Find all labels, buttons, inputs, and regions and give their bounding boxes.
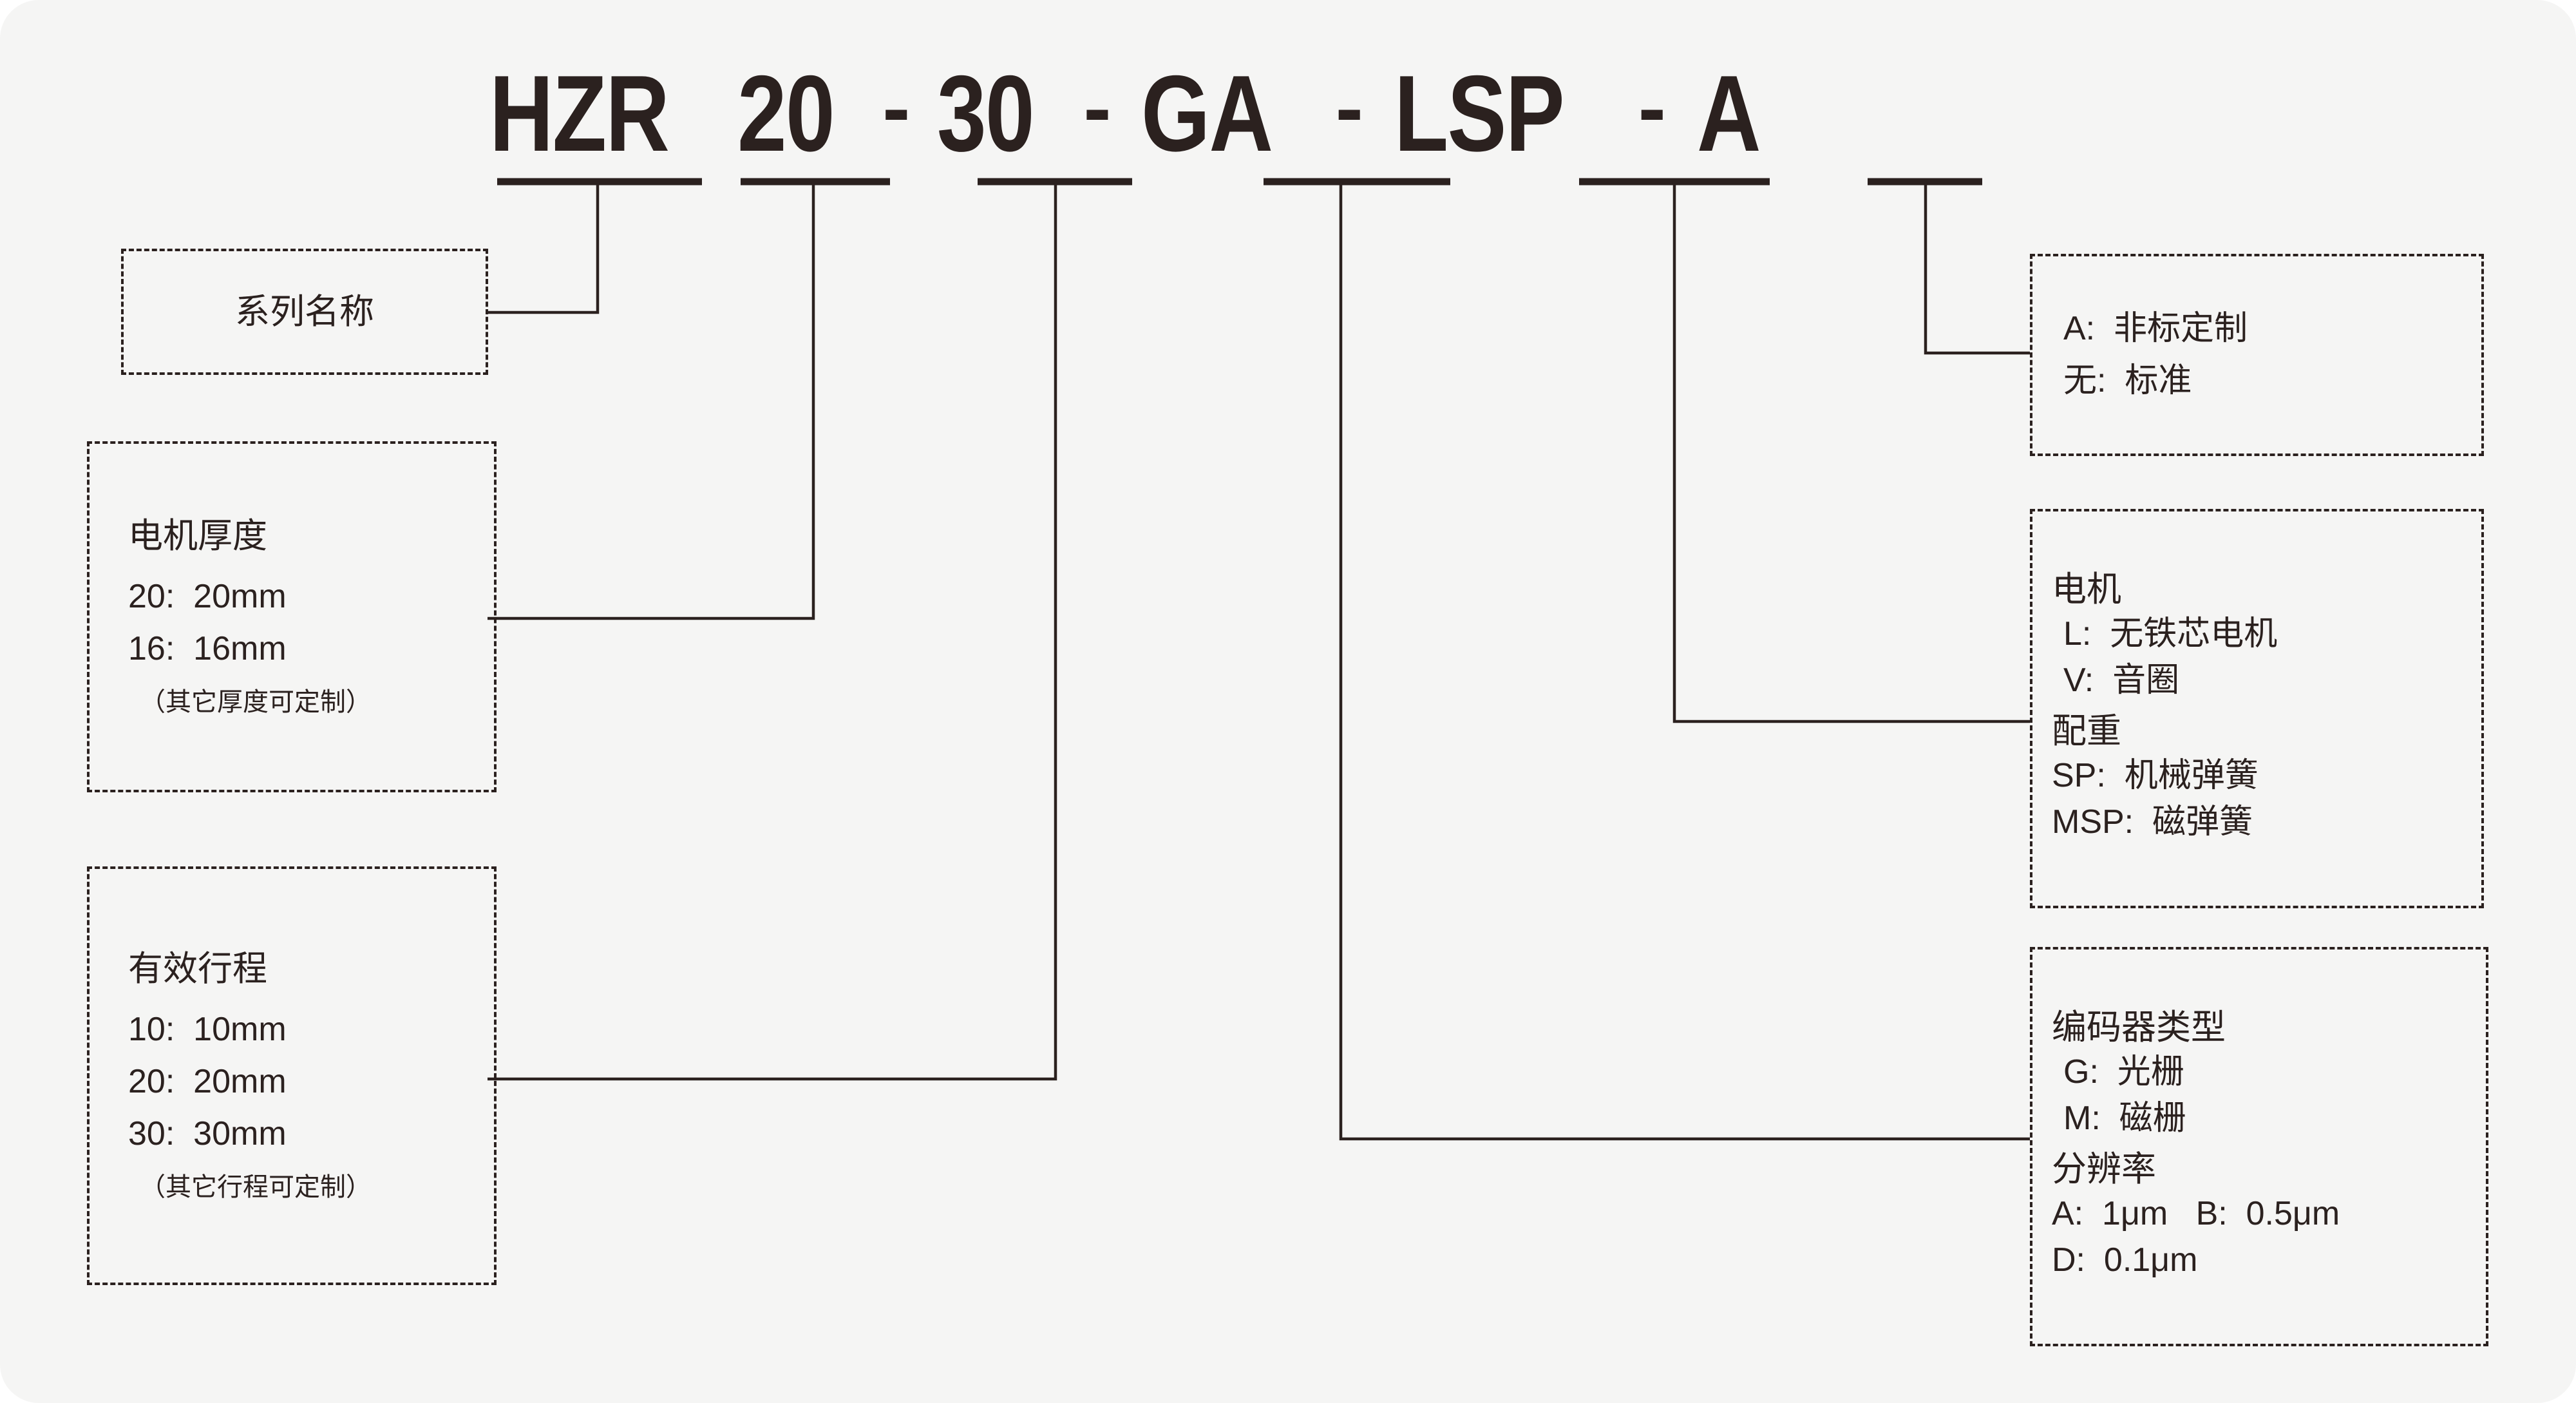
motor-thickness-note: （其它厚度可定制） — [140, 688, 372, 717]
code-segment-custom: A — [1696, 53, 1761, 174]
effective-stroke-title: 有效行程 — [128, 949, 267, 988]
code-dash-3: - — [1335, 61, 1363, 155]
code-segment-series: HZR — [489, 53, 670, 174]
motor-thickness-option-16: 16: 16mm — [128, 629, 287, 667]
custom-option-a: A: 非标定制 — [2063, 310, 2248, 348]
code-dash-2: - — [1083, 61, 1112, 155]
model-code-title: HZR 20 - 30 - GA - LSP - A — [489, 58, 1774, 167]
custom-option-none: 无: 标准 — [2063, 362, 2192, 399]
encoder-option-m: M: 磁栅 — [2063, 1100, 2186, 1138]
spec-box-motor-counterweight: 电机 L: 无铁芯电机 V: 音圈 配重 SP: 机械弹簧 MSP: 磁弹簧 — [2030, 509, 2484, 908]
counterweight-option-msp: MSP: 磁弹簧 — [2052, 803, 2253, 841]
resolution-title: 分辨率 — [2052, 1150, 2156, 1188]
series-name-title: 系列名称 — [235, 292, 374, 331]
lead-encoder — [1339, 182, 2030, 1141]
encoder-type-title: 编码器类型 — [2052, 1008, 2226, 1047]
code-segment-thickness: 20 — [737, 53, 835, 174]
counterweight-title: 配重 — [2052, 712, 2121, 750]
lead-custom — [1924, 182, 2030, 355]
motor-option-l: L: 无铁芯电机 — [2063, 615, 2278, 653]
code-dash-4: - — [1638, 61, 1666, 155]
spec-box-effective-stroke: 有效行程 10: 10mm 20: 20mm 30: 30mm （其它行程可定制… — [87, 866, 497, 1285]
counterweight-option-sp: SP: 机械弹簧 — [2052, 756, 2259, 794]
lead-series — [488, 182, 600, 314]
spec-box-motor-thickness: 电机厚度 20: 20mm 16: 16mm （其它厚度可定制） — [87, 441, 497, 792]
resolution-options-a-b: A: 1μm B: 0.5μm — [2052, 1194, 2340, 1232]
spec-box-series-name: 系列名称 — [121, 249, 488, 375]
motor-thickness-option-20: 20: 20mm — [128, 578, 287, 616]
encoder-option-g: G: 光栅 — [2063, 1053, 2184, 1091]
effective-stroke-option-10: 10: 10mm — [128, 1011, 287, 1049]
resolution-option-d: D: 0.1μm — [2052, 1241, 2198, 1279]
lead-thickness — [488, 182, 815, 620]
code-segment-stroke: 30 — [937, 53, 1035, 174]
effective-stroke-option-30: 30: 30mm — [128, 1114, 287, 1152]
effective-stroke-note: （其它行程可定制） — [140, 1173, 372, 1202]
code-segment-encoder: GA — [1141, 53, 1273, 174]
motor-option-v: V: 音圈 — [2063, 662, 2180, 700]
spec-box-encoder-resolution: 编码器类型 G: 光栅 M: 磁栅 分辨率 A: 1μm B: 0.5μm D:… — [2030, 947, 2488, 1346]
motor-thickness-title: 电机厚度 — [128, 516, 267, 555]
spec-box-custom-option: A: 非标定制 无: 标准 — [2030, 254, 2484, 456]
motor-title: 电机 — [2052, 570, 2121, 609]
lead-motor — [1672, 182, 2030, 723]
code-dash-1: - — [882, 61, 911, 155]
effective-stroke-option-20: 20: 20mm — [128, 1063, 287, 1101]
code-segment-motor: LSP — [1394, 53, 1565, 174]
lead-stroke — [488, 182, 1057, 1081]
